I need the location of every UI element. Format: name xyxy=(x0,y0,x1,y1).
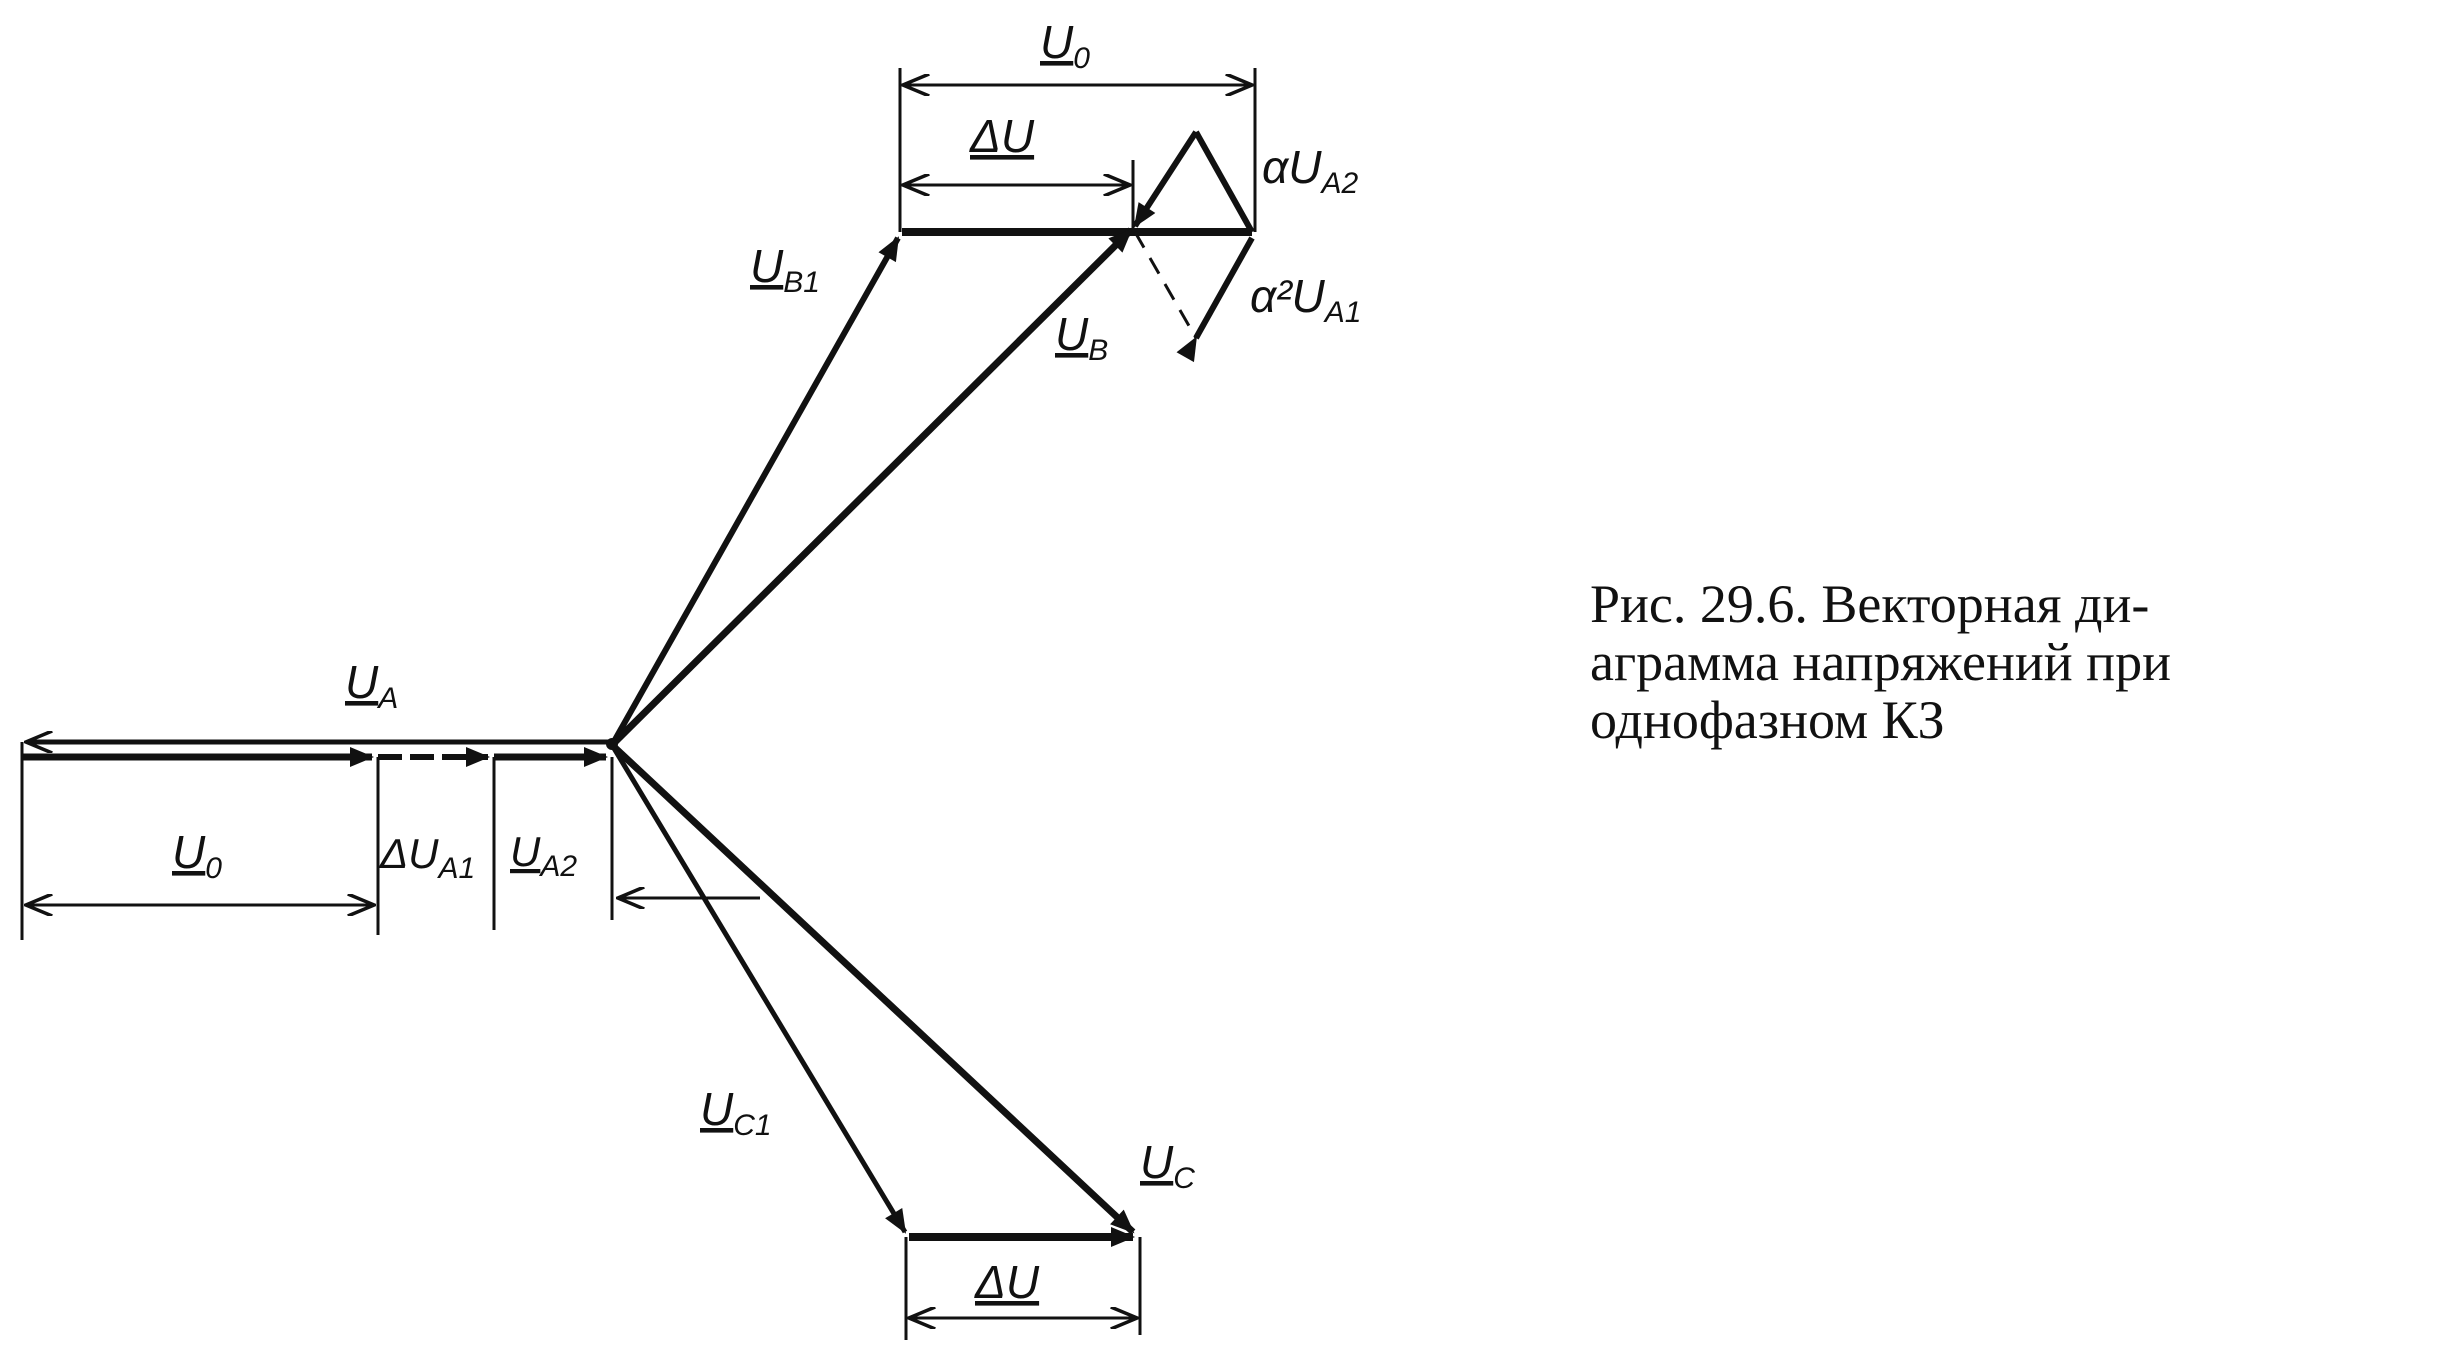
caption-line-1: Рис. 29.6. Векторная ди- xyxy=(1590,574,2150,634)
uc-label: UC xyxy=(1140,1136,1195,1195)
caption-line-3: однофазном КЗ xyxy=(1590,690,1945,750)
ub1-label: UB1 xyxy=(750,240,820,299)
ua-label: UA xyxy=(345,656,398,715)
u0-top-label: U0 xyxy=(1040,16,1090,75)
alpha-ua2-up xyxy=(1193,130,1255,234)
u0-bottom-label: U0 xyxy=(172,826,222,885)
alpha2-ua1-dashed-1 xyxy=(1133,231,1198,339)
ub-label: UB xyxy=(1055,308,1108,367)
figure-caption: Рис. 29.6. Векторная ди- аграмма напряже… xyxy=(1590,575,2420,749)
dua1-label: ΔUA1 xyxy=(379,830,475,885)
caption-line-2: аграмма напряжений при xyxy=(1590,632,2171,692)
uc1-label: UC1 xyxy=(700,1083,772,1142)
origin-point xyxy=(606,738,618,750)
alpha-ua2-label: αUA2 xyxy=(1262,141,1358,200)
alpha-ua2-down xyxy=(1132,130,1199,228)
ua2-label: UA2 xyxy=(510,828,577,883)
alpha2-ua1-label: α²UA1 xyxy=(1250,270,1361,329)
alpha2-ua1-vector xyxy=(1176,236,1255,363)
ub-vector xyxy=(609,227,1134,748)
uc-vector xyxy=(609,742,1136,1235)
ub1-vector xyxy=(609,236,901,747)
uc1-vector xyxy=(609,743,908,1234)
du-bottom-label: ΔU xyxy=(974,1256,1040,1308)
du-top-label: ΔU xyxy=(969,110,1035,162)
